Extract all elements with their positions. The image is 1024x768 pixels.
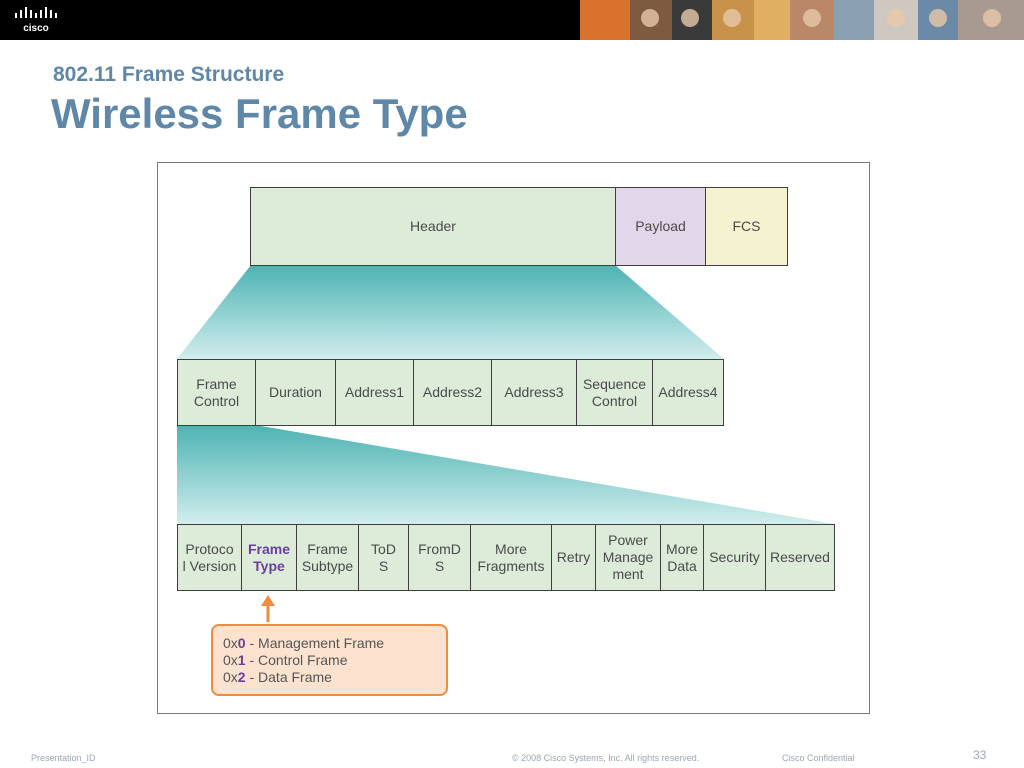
- footer-presentation-id: Presentation_ID: [31, 753, 96, 763]
- fcs-cell: FCS: [705, 187, 788, 266]
- from-ds-cell: FromD S: [408, 524, 471, 591]
- footer-confidential: Cisco Confidential: [782, 753, 855, 763]
- reserved-cell: Reserved: [765, 524, 835, 591]
- svg-text:cisco: cisco: [23, 23, 49, 34]
- frame-subtype-cell: Frame Subtype: [296, 524, 359, 591]
- frame-type-item: 0x2 - Data Frame: [223, 669, 332, 685]
- protocol-version-cell: Protoco l Version: [177, 524, 242, 591]
- more-fragments-cell: More Fragments: [470, 524, 552, 591]
- slide-title: Wireless Frame Type: [51, 90, 468, 137]
- header-cell: Header: [250, 187, 616, 266]
- people-photo-strip-icon: [580, 0, 1024, 40]
- slide-subtitle: 802.11 Frame Structure: [53, 63, 285, 86]
- page-number: 33: [973, 748, 987, 762]
- frame-type-cell: Frame Type: [241, 524, 297, 591]
- to-ds-cell: ToD S: [358, 524, 409, 591]
- top-banner: cisco: [0, 0, 1024, 40]
- retry-cell: Retry: [551, 524, 596, 591]
- security-cell: Security: [703, 524, 766, 591]
- payload-cell: Payload: [615, 187, 706, 266]
- address4-cell: Address4: [652, 359, 724, 426]
- address2-cell: Address2: [413, 359, 492, 426]
- sequence-control-cell: Sequence Control: [576, 359, 653, 426]
- duration-cell: Duration: [255, 359, 336, 426]
- frame-type-callout: 0x0 - Management Frame 0x1 - Control Fra…: [211, 624, 448, 696]
- address3-cell: Address3: [491, 359, 577, 426]
- frame-control-cell: Frame Control: [177, 359, 256, 426]
- cisco-logo: cisco: [15, 7, 57, 34]
- power-management-cell: Power Manage ment: [595, 524, 661, 591]
- frame-type-item: 0x1 - Control Frame: [223, 652, 348, 668]
- footer-copyright: © 2008 Cisco Systems, Inc. All rights re…: [512, 753, 700, 763]
- more-data-cell: More Data: [660, 524, 704, 591]
- address1-cell: Address1: [335, 359, 414, 426]
- frame-type-item: 0x0 - Management Frame: [223, 635, 385, 651]
